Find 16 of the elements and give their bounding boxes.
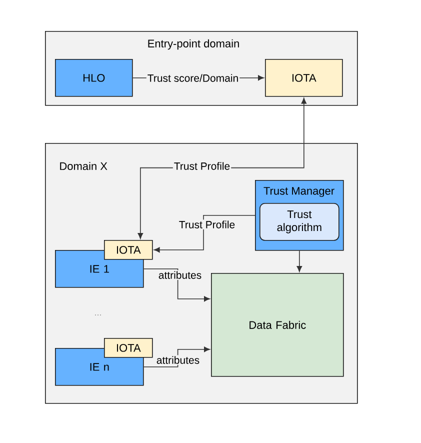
process-box: HLO <box>55 59 133 97</box>
rounded-box: Trust algorithm <box>260 203 340 241</box>
ellipsis-text: ... <box>95 314 101 316</box>
edge-label: attributes <box>155 355 201 365</box>
tag-box: IOTA <box>265 59 343 97</box>
tag-box: IOTA <box>104 338 153 358</box>
edge-label: attributes <box>157 270 203 280</box>
tag-box: IOTA <box>104 240 153 260</box>
arrow <box>296 250 302 272</box>
process-box: Data Fabric <box>211 273 344 377</box>
arrow <box>154 215 256 253</box>
edge-label: Trust score/Domain <box>146 73 240 83</box>
edge-label: Trust Profile <box>178 220 236 230</box>
edge-label: Trust Profile <box>172 161 232 171</box>
arrow <box>143 268 210 302</box>
arrow <box>143 346 210 368</box>
